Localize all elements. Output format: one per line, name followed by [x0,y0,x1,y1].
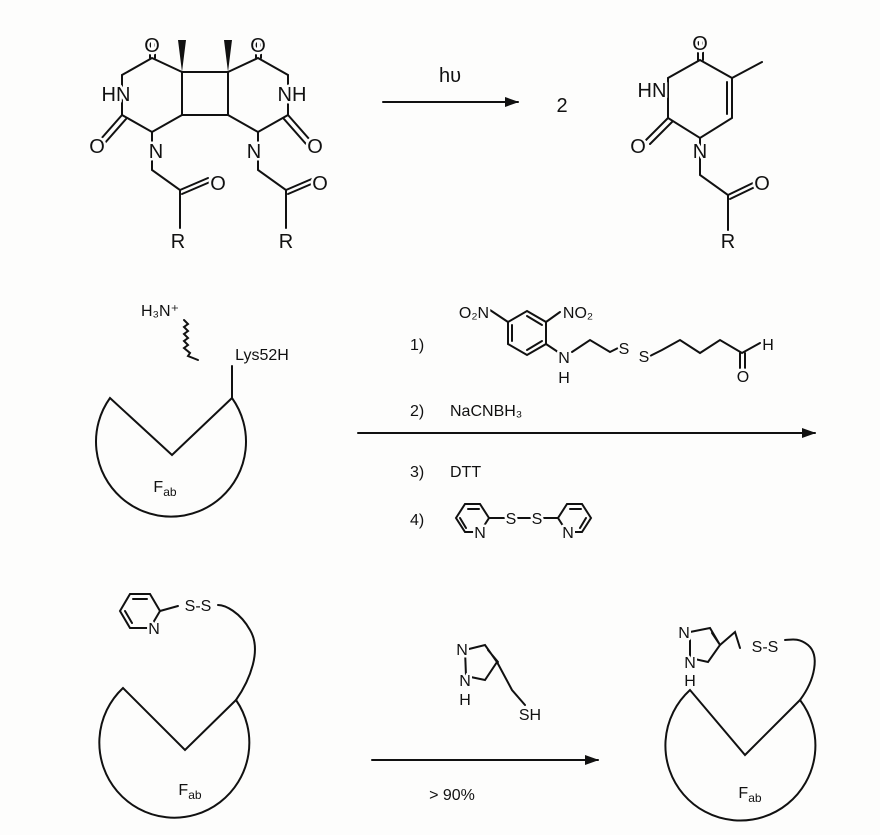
atom-n: N [558,350,570,367]
step-3-number: 3) [410,464,424,481]
atom-n: N [247,141,261,163]
atom-s: S [639,349,650,366]
atom-o: O [307,136,323,158]
atom-r: R [721,231,735,253]
disulfide-label: S-S [185,598,212,615]
step-2-number: 2) [410,403,424,420]
atom-n: N [456,642,468,659]
nitro-label: NO₂ [563,305,593,322]
atom-n: N [693,141,707,163]
atom-n: N [459,673,471,690]
histamine-thiol-reagent: N N H SH [454,640,544,727]
atom-o: O [210,173,226,195]
atom-h: H [684,673,696,690]
step-3-reagent: DTT [450,464,481,481]
atom-o: O [754,173,770,195]
fab-label: Fab [178,782,201,802]
step-1-number: 1) [410,337,424,354]
stoichiometric-coefficient: 2 [556,95,567,117]
dipyridyl-disulfide: S S N N [454,503,593,545]
atom-nh: NH [278,84,307,106]
thymine-monomer: O HN O N O R [628,31,773,256]
arrow-label: hυ [439,65,461,87]
thymine-dimer: O O HN NH O O N N O O R R [87,33,331,256]
atom-o: O [692,33,708,55]
atom-n: N [684,655,696,672]
thiol-label: SH [519,707,541,724]
atom-h: H [558,370,570,387]
fab-pyridyl-disulfide: N S-S Fab [98,593,256,819]
atom-hn: HN [638,80,667,102]
atom-s: S [619,341,630,358]
atom-o: O [89,136,105,158]
fab-label: Fab [738,785,761,805]
atom-n: N [474,525,486,542]
fab-histidine-conjugate: N N H S-S Fab [664,623,817,822]
atom-s: S [506,511,517,528]
yield-label: > 90% [429,787,475,804]
disulfide-label: S-S [752,639,779,656]
atom-o: O [630,136,646,158]
atom-n: N [562,525,574,542]
atom-r: R [279,231,293,253]
fab-antibody-lys: H₃N⁺ Lys52H Fab [95,301,291,518]
atom-n: N [678,625,690,642]
atom-h: H [762,337,774,354]
photolysis-arrow: hυ [382,63,519,107]
fab-label: Fab [153,479,176,499]
atom-n: N [149,141,163,163]
step-4-number: 4) [410,512,424,529]
step-2-reagent: NaCNBH₃ [450,403,522,420]
reagent-conditions: 1) O₂N NO₂ N H S S O H 2) NaCNBH₃ 3) DTT… [357,303,816,545]
lys52h-label: Lys52H [235,347,289,364]
atom-hn: HN [102,84,131,106]
atom-s: S [532,511,543,528]
atom-h: H [459,692,471,709]
atom-o: O [312,173,328,195]
atom-o: O [737,369,749,386]
nitro-label: O₂N [459,305,489,322]
dinitrophenyl-disulfide-aldehyde: O₂N NO₂ N H S S O H [456,303,776,390]
ammonium-label: H₃N⁺ [141,303,179,320]
atom-o: O [144,35,160,57]
atom-n: N [148,621,160,638]
atom-r: R [171,231,185,253]
atom-o: O [250,35,266,57]
